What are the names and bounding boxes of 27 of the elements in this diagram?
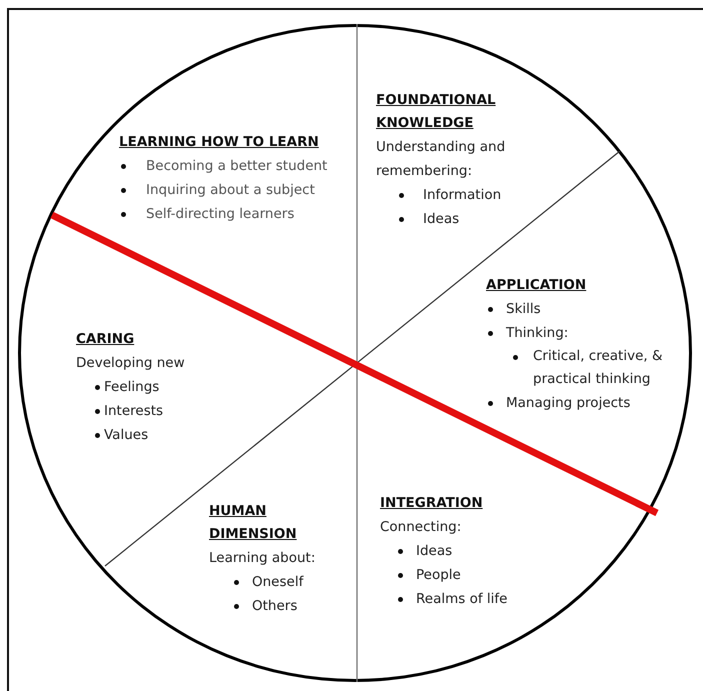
section-heading: CARING [76, 330, 136, 349]
bullet-text: Becoming a better student [146, 157, 328, 176]
bullet-text: Oneself [252, 573, 305, 592]
section-text: Understanding and remembering: [376, 138, 506, 181]
bullet-text: Others [252, 597, 298, 616]
section-heading: LEARNING HOW TO LEARN [119, 133, 320, 152]
section-heading: INTEGRATION [380, 494, 484, 513]
section-heading: FOUNDATIONAL KNOWLEDGE [376, 91, 497, 133]
section-text: Developing new [76, 354, 186, 373]
bullet-text: Realms of life [416, 590, 508, 609]
bullet-text: People [416, 566, 462, 585]
section-text: Learning about: [209, 549, 316, 568]
bullet-text: Critical, creative, & practical thinking [533, 347, 664, 389]
bullet-text: Ideas [423, 210, 460, 229]
bullet-text: Feelings [104, 378, 160, 397]
bullet-text: Interests [104, 402, 164, 421]
bullet-text: Self-directing learners [146, 205, 296, 224]
bullet-text: Ideas [416, 542, 454, 561]
bullet-text: Inquiring about a subject [146, 181, 316, 200]
bullet-text: Skills [506, 300, 542, 319]
bullet-text: Thinking: [506, 324, 570, 343]
section-heading: APPLICATION [486, 276, 588, 295]
section-text: Connecting: [380, 518, 462, 537]
bullet-text: Managing projects [506, 394, 632, 413]
bullet-text: Information [423, 186, 502, 205]
section-heading: HUMAN DIMENSION [209, 502, 298, 544]
bullet-text: Values [104, 426, 150, 445]
